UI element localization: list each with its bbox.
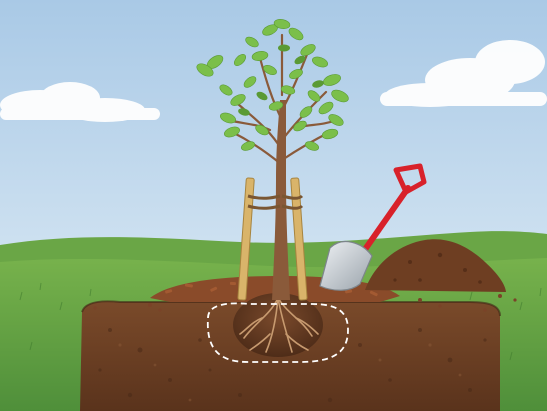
root-ball [233, 293, 323, 357]
